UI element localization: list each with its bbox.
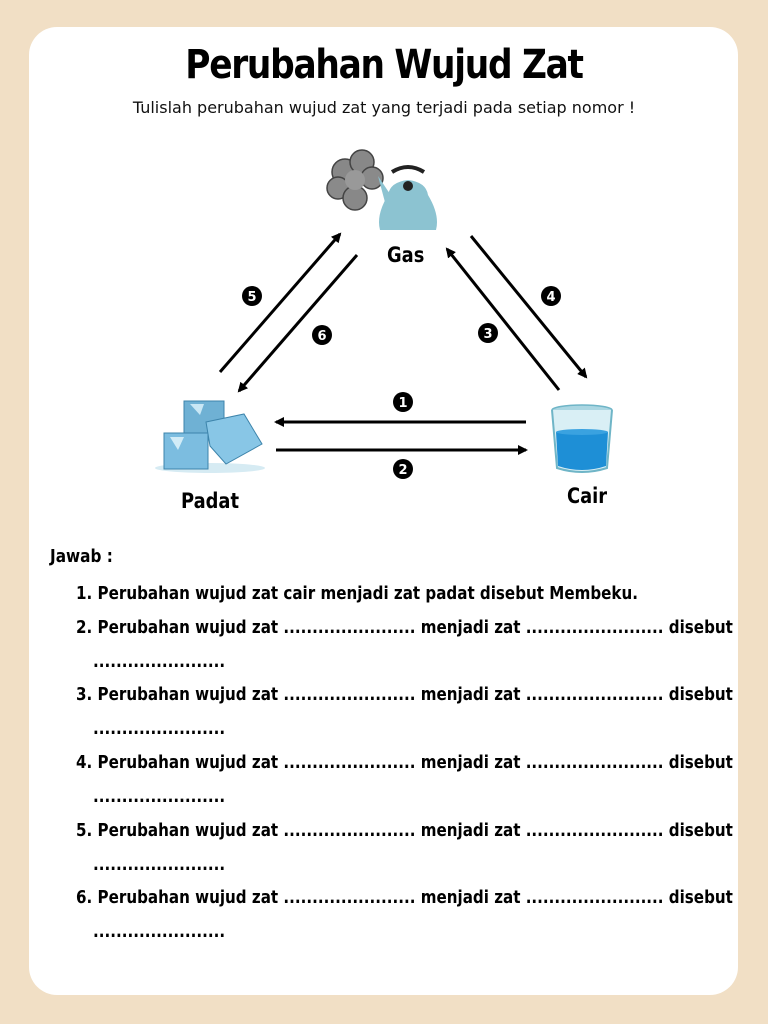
state-label-gas: Gas <box>387 243 425 267</box>
ice-cubes-icon <box>155 400 265 473</box>
answer-item-4: 4. Perubahan wujud zat .................… <box>76 752 733 773</box>
answer-text: Perubahan wujud zat ....................… <box>97 887 733 908</box>
svg-text:1: 1 <box>398 396 407 411</box>
number-badge-4: 4 <box>541 286 561 306</box>
answer-text: Perubahan wujud zat ....................… <box>97 684 733 705</box>
answer-number: 6. <box>76 887 93 908</box>
number-badge-2: 2 <box>393 459 413 479</box>
kettle-icon <box>378 165 437 230</box>
number-badge-1: 1 <box>393 392 413 412</box>
answer-text: Perubahan wujud zat ....................… <box>97 617 733 638</box>
answer-blank-5: ....................... <box>93 854 226 875</box>
svg-text:3: 3 <box>483 327 492 342</box>
instruction-text: Tulislah perubahan wujud zat yang terjad… <box>132 98 636 117</box>
answer-item-2: 2. Perubahan wujud zat .................… <box>76 617 733 638</box>
svg-text:2: 2 <box>398 463 407 478</box>
state-label-cair: Cair <box>567 484 608 508</box>
arrow-6 <box>237 254 359 393</box>
phase-change-diagram: 1 2 3 4 5 6 <box>155 149 613 479</box>
answer-text: Perubahan wujud zat cair menjadi zat pad… <box>97 583 638 604</box>
page-title: Perubahan Wujud Zat <box>185 42 584 88</box>
answer-text: Perubahan wujud zat ....................… <box>97 820 733 841</box>
water-glass-icon <box>551 404 613 473</box>
answer-item-1: 1. Perubahan wujud zat cair menjadi zat … <box>76 583 638 604</box>
svg-text:4: 4 <box>546 290 555 305</box>
answer-item-6: 6. Perubahan wujud zat .................… <box>76 887 733 908</box>
svg-text:5: 5 <box>247 290 256 305</box>
answer-number: 1. <box>76 583 93 604</box>
answer-blank-3: ....................... <box>93 718 226 739</box>
arrow-4 <box>469 235 588 379</box>
answer-number: 2. <box>76 617 93 638</box>
number-badge-5: 5 <box>242 286 262 306</box>
svg-text:6: 6 <box>317 329 326 344</box>
arrow-5 <box>218 232 342 373</box>
number-badge-3: 3 <box>478 323 498 343</box>
answer-section-label: Jawab : <box>50 546 113 567</box>
answer-blank-4: ....................... <box>93 786 226 807</box>
answer-item-3: 3. Perubahan wujud zat .................… <box>76 684 733 705</box>
arrow-3 <box>445 247 561 391</box>
answer-text: Perubahan wujud zat ....................… <box>97 752 733 773</box>
number-badge-6: 6 <box>312 325 332 345</box>
answer-item-5: 5. Perubahan wujud zat .................… <box>76 820 733 841</box>
answer-number: 3. <box>76 684 93 705</box>
answer-blank-2: ....................... <box>93 651 226 672</box>
answer-blank-6: ....................... <box>93 921 226 942</box>
state-label-padat: Padat <box>181 489 240 513</box>
answer-number: 5. <box>76 820 93 841</box>
answer-number: 4. <box>76 752 93 773</box>
steam-icon <box>326 149 384 211</box>
